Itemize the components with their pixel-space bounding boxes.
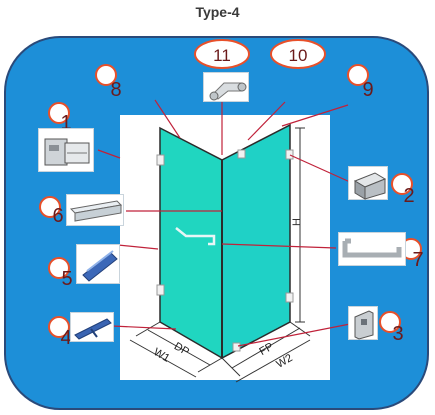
hinge-bottom [156,284,165,296]
hinge-top [156,154,165,166]
door-handle-icon [342,238,402,258]
diagram-title: Type-4 [195,4,240,20]
corner-connector-thumb [203,72,249,102]
corner-clamp-bottom [232,342,241,352]
leader-lines [97,99,351,347]
magnetic-seal-thumb [66,194,124,226]
glass-panel-right [221,123,291,360]
callout-7: 7 [412,249,423,271]
floor-dimensions [129,321,311,383]
callout-1: 1 [60,112,71,134]
handle-thumb [338,232,406,266]
callout-3: 3 [392,323,403,345]
hinge-clamp-icon [44,138,90,166]
clamp-top-right [285,149,294,160]
height-label: H [291,218,303,226]
corner-connector-icon [209,82,247,101]
callout-rings [39,39,422,338]
clamp-bottom-right [285,292,294,303]
bubble-seal-strip-icon [82,250,118,282]
u-channel-icon [354,310,374,340]
callout-6: 6 [52,205,63,227]
wall-profile-thumb [348,166,388,200]
callout-8: 8 [110,79,121,101]
width-right-label: W2 [274,352,294,371]
callout-5: 5 [61,268,72,290]
callout-9: 9 [362,79,373,101]
corner-clamp-top [237,149,246,159]
drip-seal-thumb [70,312,114,342]
hinge-clamp-thumb [38,128,94,172]
callout-4: 4 [60,327,71,349]
callout-11: 11 [213,46,231,65]
callout-10: 10 [289,46,308,65]
magnetic-seal-icon [69,200,123,222]
drip-seal-strip-icon [74,318,112,340]
callout-2: 2 [403,185,414,207]
bubble-seal-thumb [76,244,120,284]
handle-on-glass [175,227,216,246]
u-channel-thumb [348,306,378,340]
front-panel-label: FP [257,341,275,358]
wall-profile-icon [353,172,387,200]
depth-label: DP [172,340,191,358]
